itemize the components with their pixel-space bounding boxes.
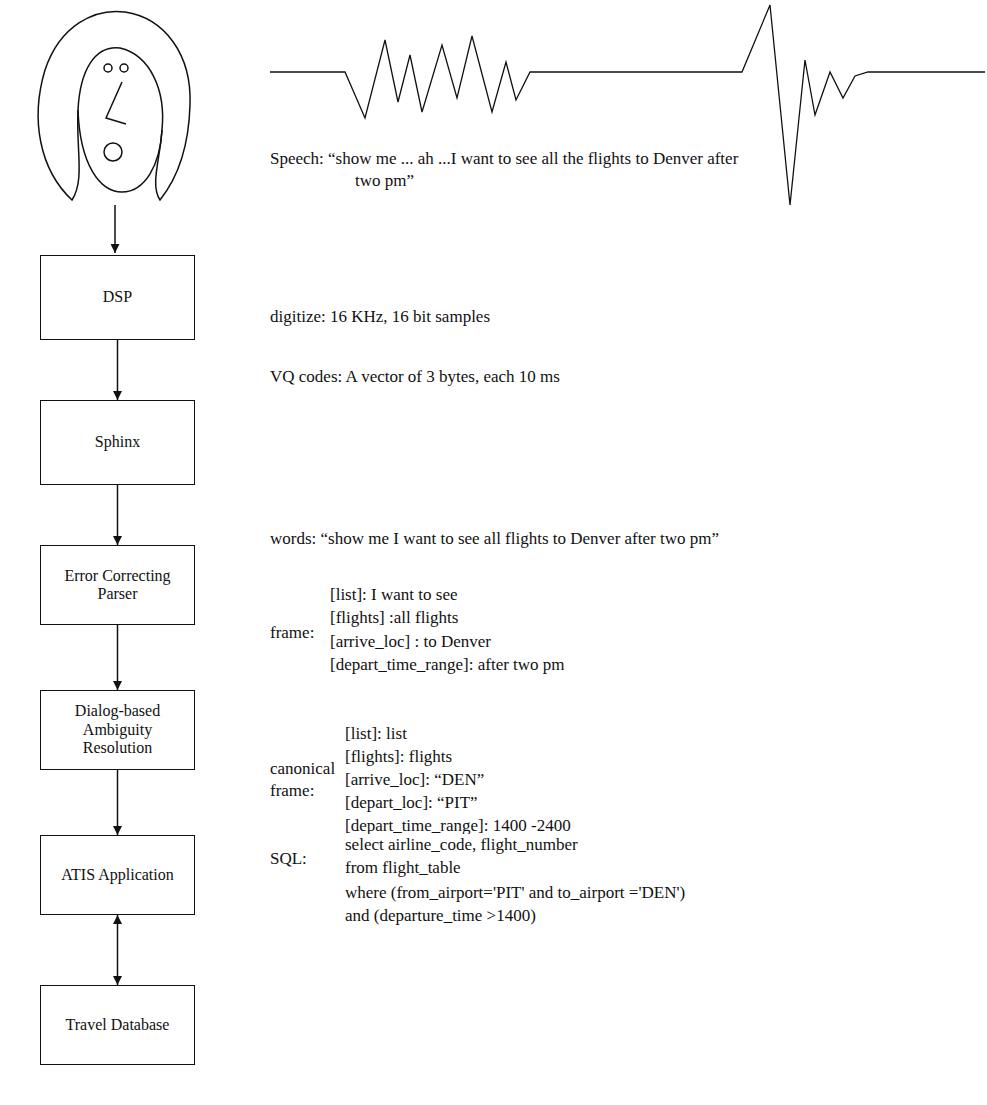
sql-line: select airline_code, flight_number [345, 834, 578, 856]
flow-arrow [117, 485, 119, 545]
frame-slot: [depart_time_range]: after two pm [330, 654, 565, 676]
stage-note: SQL: [270, 848, 307, 870]
flow-arrow [117, 915, 119, 985]
box-label: Error Correcting Parser [47, 567, 188, 604]
stage-note: digitize: 16 KHz, 16 bit samples [270, 306, 490, 328]
flow-arrow [117, 770, 119, 835]
face-figure [38, 11, 190, 200]
box-label: DSP [103, 288, 132, 306]
box-label: Dialog-based Ambiguity Resolution [47, 702, 188, 757]
process-box: DSP [40, 255, 195, 340]
stage-note: VQ codes: A vector of 3 bytes, each 10 m… [270, 366, 560, 388]
stage-note: canonical frame: [270, 758, 344, 802]
frame-slot: [list]: I want to see [330, 584, 457, 606]
flow-arrow [117, 625, 119, 690]
process-box: Travel Database [40, 985, 195, 1065]
frame-slot: [depart_loc]: “PIT” [345, 792, 478, 814]
sql-line: from flight_table [345, 857, 461, 879]
process-box: Sphinx [40, 400, 195, 485]
frame-slot: [list]: list [345, 723, 407, 745]
process-box: Dialog-based Ambiguity Resolution [40, 690, 195, 770]
speech-caption: Speech: “show me ... ah ...I want to see… [270, 148, 740, 192]
speaker-arrow [114, 205, 116, 253]
process-box: ATIS Application [40, 835, 195, 915]
box-label: Travel Database [66, 1016, 170, 1034]
frame-slot: [arrive_loc] : to Denver [330, 631, 491, 653]
process-box: Error Correcting Parser [40, 545, 195, 625]
frame-slot: [flights] :all flights [330, 607, 458, 629]
frame-slot: [flights]: flights [345, 746, 452, 768]
flow-arrow [117, 340, 119, 400]
speech-waveform [270, 5, 985, 205]
sql-line: where (from_airport='PIT' and to_airport… [345, 882, 685, 904]
stage-note: frame: [270, 622, 314, 644]
box-label: Sphinx [95, 433, 140, 451]
stage-note: words: “show me I want to see all flight… [270, 528, 719, 550]
box-label: ATIS Application [61, 866, 173, 884]
frame-slot: [arrive_loc]: “DEN” [345, 769, 484, 791]
sql-line: and (departure_time >1400) [345, 905, 536, 927]
